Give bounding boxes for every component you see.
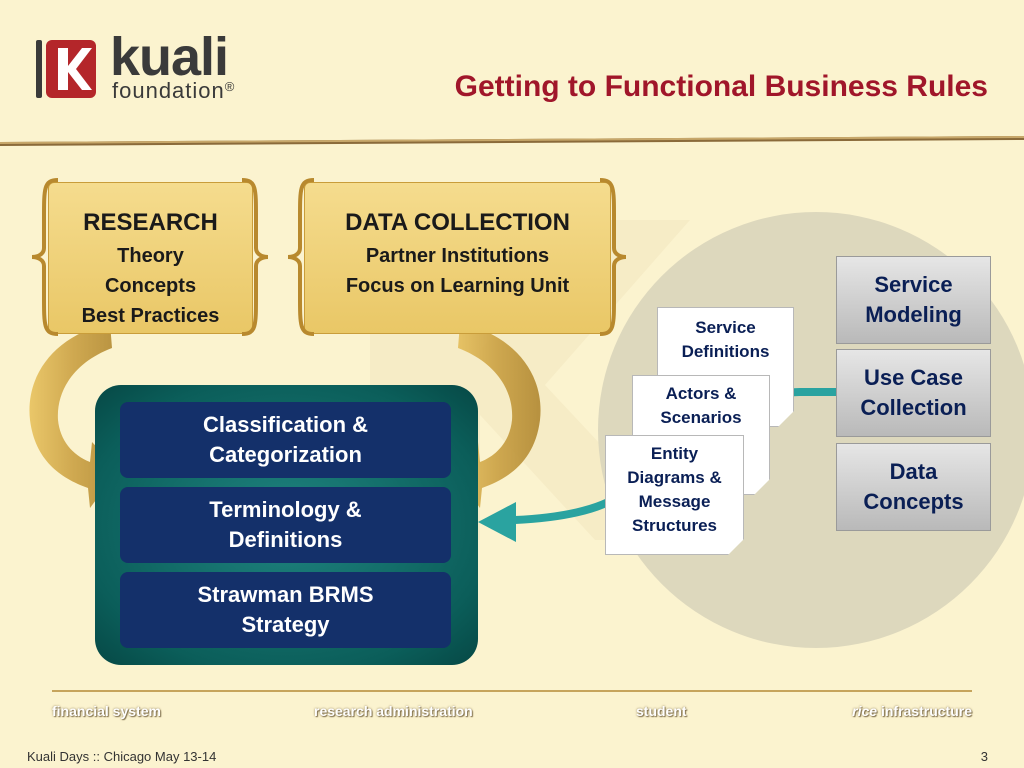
research-line: Best Practices (81, 305, 220, 327)
data-collection-heading: DATA COLLECTION (345, 209, 570, 236)
process-step: Terminology & Definitions (120, 487, 451, 563)
footer-rule (52, 690, 972, 692)
data-collection-braces (287, 178, 627, 336)
research-braces (31, 178, 269, 336)
process-step: Classification & Categorization (120, 402, 451, 478)
logo-subtitle: foundation® (112, 78, 236, 103)
source-box: Service Modeling (836, 256, 991, 344)
source-box: Data Concepts (836, 443, 991, 531)
research-line: Theory (117, 245, 184, 267)
data-collection-line: Focus on Learning Unit (345, 275, 570, 297)
footer-section-student: student (636, 703, 687, 719)
process-step: Strawman BRMS Strategy (120, 572, 451, 648)
teal-arrowhead (478, 502, 516, 542)
footer-section-financial: financial system (52, 703, 161, 719)
research-line: Concepts (104, 275, 197, 297)
source-box: Use Case Collection (836, 349, 991, 437)
research-heading: RESEARCH (83, 209, 218, 236)
event-label: Kuali Days :: Chicago May 13-14 (27, 749, 217, 764)
slide-title: Getting to Functional Business Rules (454, 70, 988, 103)
header-rule (0, 136, 1024, 146)
footer-section-research: research administration (314, 703, 473, 719)
logo-wordmark: kuali (110, 27, 229, 87)
footer-section-rice: rice infrastructure (852, 703, 972, 719)
document-card: Entity Diagrams & Message Structures (605, 435, 744, 555)
data-collection-box: DATA COLLECTION Partner Institutions Foc… (304, 182, 611, 334)
data-collection-line: Partner Institutions (365, 245, 550, 267)
page-number: 3 (980, 749, 988, 764)
research-box: RESEARCH Theory Concepts Best Practices (48, 182, 253, 334)
kuali-logo-icon (36, 40, 96, 98)
